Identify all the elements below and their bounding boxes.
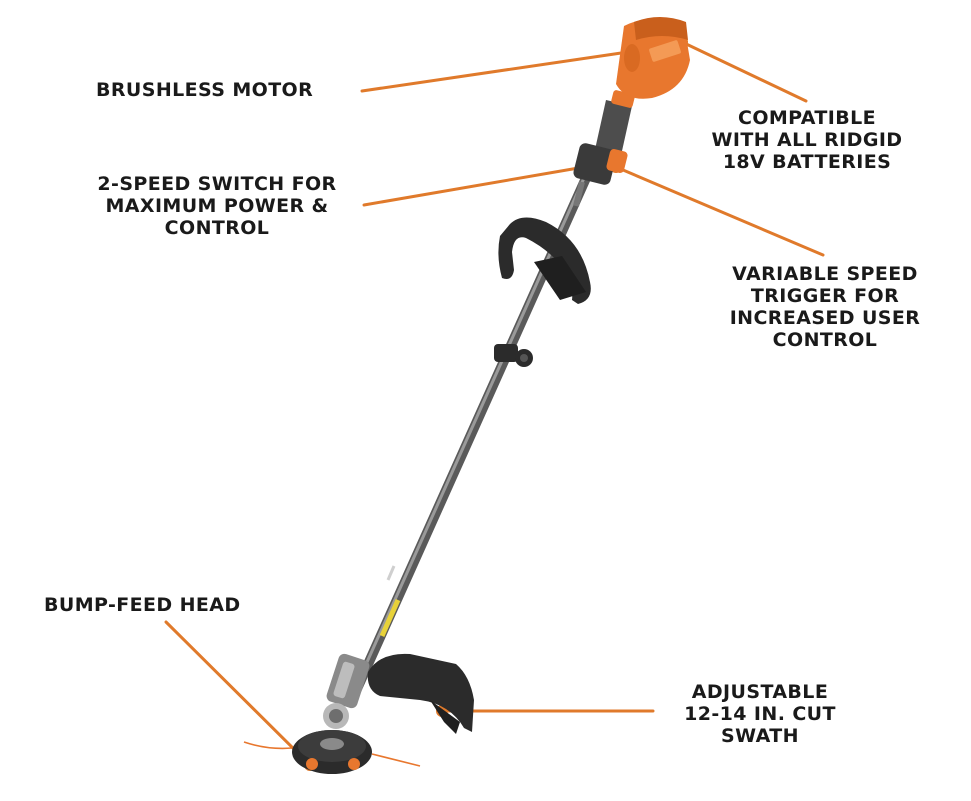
cutting-head-assembly — [243, 653, 474, 774]
callout-cut-swath: ADJUSTABLE 12-14 IN. CUT SWATH — [660, 681, 860, 747]
trimmer-shaft — [347, 173, 591, 705]
leader-switch — [362, 164, 592, 207]
d-handle — [498, 217, 591, 304]
callout-line: CONTROL — [772, 329, 878, 351]
callout-line: INCREASED USER — [729, 307, 921, 329]
callout-line: WITH ALL RIDGID — [711, 129, 903, 151]
leader-motor — [360, 50, 630, 93]
callout-variable-trigger: VARIABLE SPEED TRIGGER FOR INCREASED USE… — [700, 263, 950, 351]
leader-bump — [164, 620, 312, 767]
motor-housing — [616, 17, 690, 99]
callout-line: TRIGGER FOR — [750, 285, 900, 307]
callout-line: MAXIMUM POWER & — [105, 195, 329, 217]
callout-line: 12-14 IN. CUT — [684, 703, 836, 725]
callout-line: BRUSHLESS MOTOR — [96, 79, 314, 101]
callout-line: SWATH — [721, 725, 799, 747]
cut-guard — [367, 653, 474, 732]
callout-line: 18V BATTERIES — [722, 151, 892, 173]
callout-line: COMPATIBLE — [737, 107, 876, 129]
callout-line: 2-SPEED SWITCH FOR — [97, 173, 337, 195]
callout-line: BUMP-FEED HEAD — [44, 594, 241, 616]
callout-speed-switch: 2-SPEED SWITCH FOR MAXIMUM POWER & CONTR… — [74, 173, 360, 239]
callout-line: ADJUSTABLE — [691, 681, 829, 703]
callout-battery-compatibility: COMPATIBLE WITH ALL RIDGID 18V BATTERIES — [692, 107, 922, 173]
callout-line: CONTROL — [164, 217, 270, 239]
grip-handle — [573, 90, 635, 207]
callout-bump-feed-head: BUMP-FEED HEAD — [44, 594, 241, 616]
callout-brushless-motor: BRUSHLESS MOTOR — [96, 79, 313, 101]
leader-compat — [680, 40, 808, 103]
trimmer-line — [243, 741, 293, 750]
leader-trigger — [614, 165, 825, 257]
coupler-knob — [494, 344, 533, 367]
callout-line: VARIABLE SPEED — [732, 263, 918, 285]
